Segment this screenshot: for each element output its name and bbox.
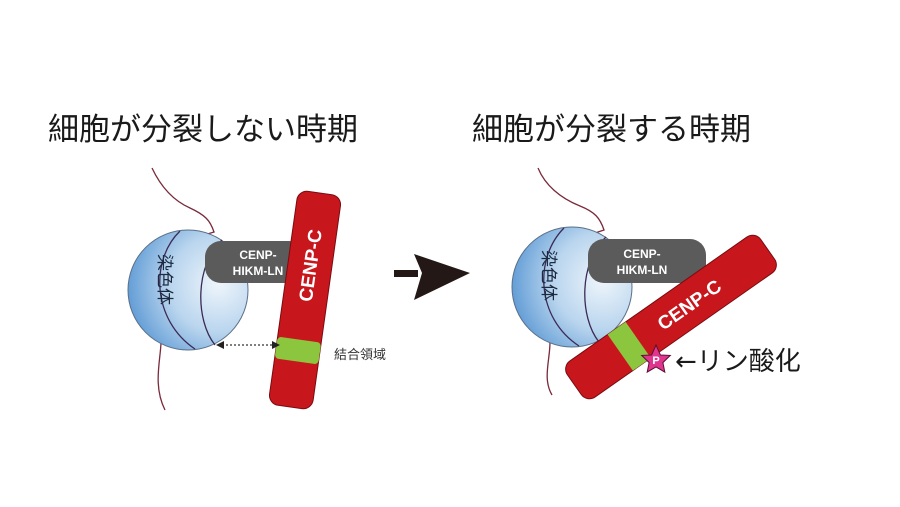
complex-label-line2: HIKM-LN bbox=[233, 264, 284, 278]
cenp-hikm-ln-complex: CENP- HIKM-LN bbox=[588, 239, 706, 283]
left-panel-title: 細胞が分裂しない時期 bbox=[48, 112, 358, 148]
right-panel: 染色体 CENP- HIKM-LN CENP-C P ←リン酸化 bbox=[511, 167, 801, 400]
left-panel: 染色体 CENP- HIKM-LN CENP-C 結合領域 bbox=[127, 167, 386, 411]
complex-label-line2: HIKM-LN bbox=[617, 263, 668, 277]
binding-region bbox=[607, 321, 651, 371]
complex-label-line1: CENP- bbox=[239, 248, 276, 262]
complex-label-line1: CENP- bbox=[623, 247, 660, 261]
right-panel-title: 細胞が分裂する時期 bbox=[472, 112, 751, 148]
transition-arrow-icon bbox=[394, 254, 470, 300]
chromosome-label: 染色体 bbox=[538, 250, 558, 301]
phospho-marker: P bbox=[652, 355, 659, 367]
binding-region bbox=[275, 337, 321, 364]
chromosome-label: 染色体 bbox=[154, 254, 174, 305]
distance-arrow bbox=[216, 341, 280, 349]
binding-region-label: 結合領域 bbox=[334, 347, 386, 363]
cenp-c-protein: CENP-C bbox=[268, 190, 342, 410]
cenp-hikm-ln-complex: CENP- HIKM-LN bbox=[205, 241, 305, 283]
phospho-star-icon: P bbox=[640, 343, 672, 374]
phosphorylation-label: ←リン酸化 bbox=[675, 347, 801, 377]
